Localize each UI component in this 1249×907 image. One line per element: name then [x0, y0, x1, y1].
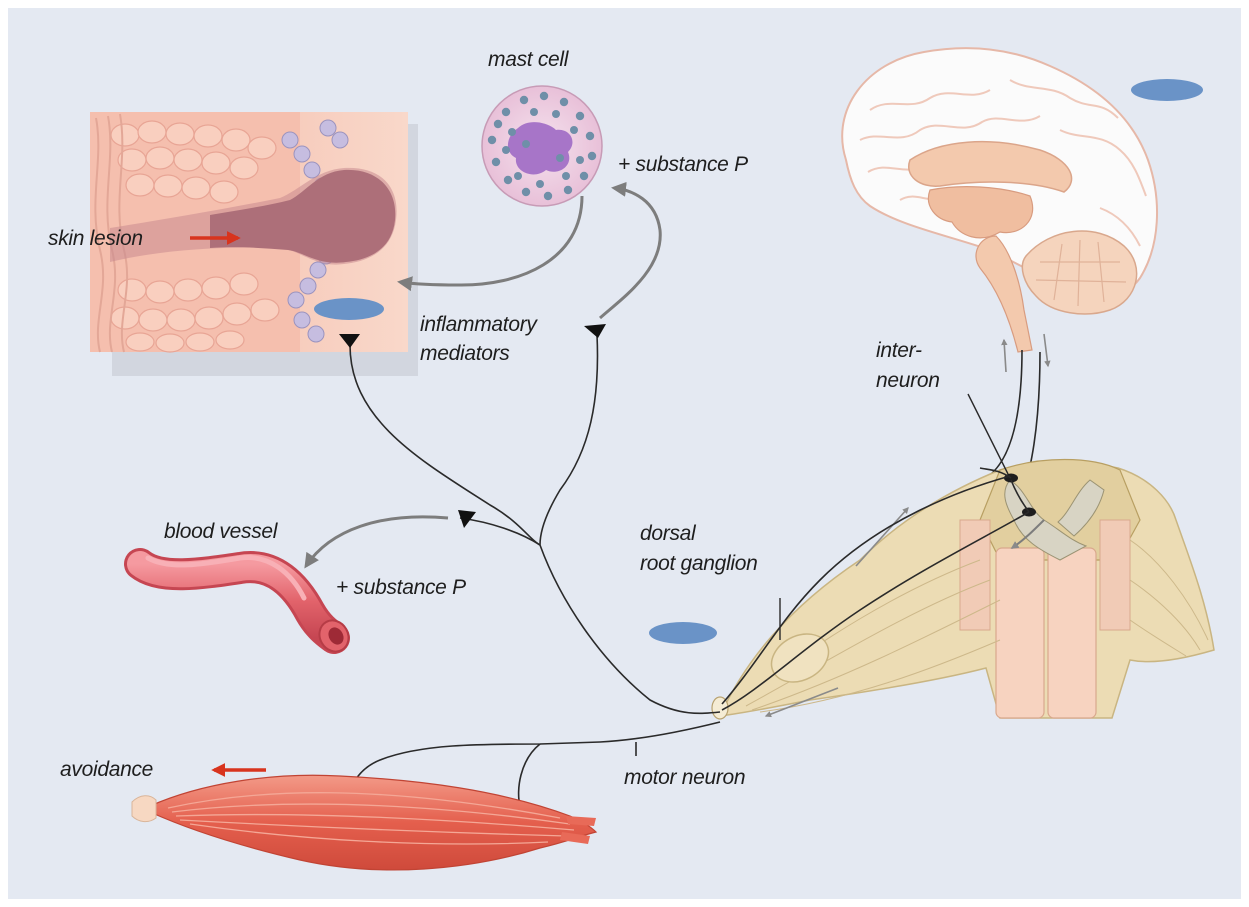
label-blood-vessel: blood vessel [164, 520, 277, 544]
label-dorsal-root-ganglion: dorsal root ganglion [640, 519, 758, 579]
label-inflammatory-line2: mediators [420, 339, 537, 368]
label-interneuron: inter- neuron [876, 336, 940, 396]
blue-marker-center [649, 622, 717, 644]
label-skin-lesion: skin lesion [48, 227, 143, 251]
label-motor-neuron: motor neuron [624, 766, 745, 790]
blue-marker-skin [314, 298, 384, 320]
label-inflammatory-line1: inflammatory [420, 310, 537, 339]
label-dorsal-line1: dorsal [640, 519, 758, 549]
mast-cell [482, 86, 602, 206]
label-interneuron-line2: neuron [876, 366, 940, 396]
blue-marker-brain [1131, 79, 1203, 101]
label-dorsal-line2: root ganglion [640, 549, 758, 579]
label-mast-cell: mast cell [488, 48, 568, 72]
label-substance-p-bottom: + substance P [336, 576, 466, 600]
label-inflammatory-mediators: inflammatory mediators [420, 310, 537, 368]
label-avoidance: avoidance [60, 758, 153, 782]
label-interneuron-line1: inter- [876, 336, 940, 366]
label-substance-p-top: + substance P [618, 153, 748, 177]
